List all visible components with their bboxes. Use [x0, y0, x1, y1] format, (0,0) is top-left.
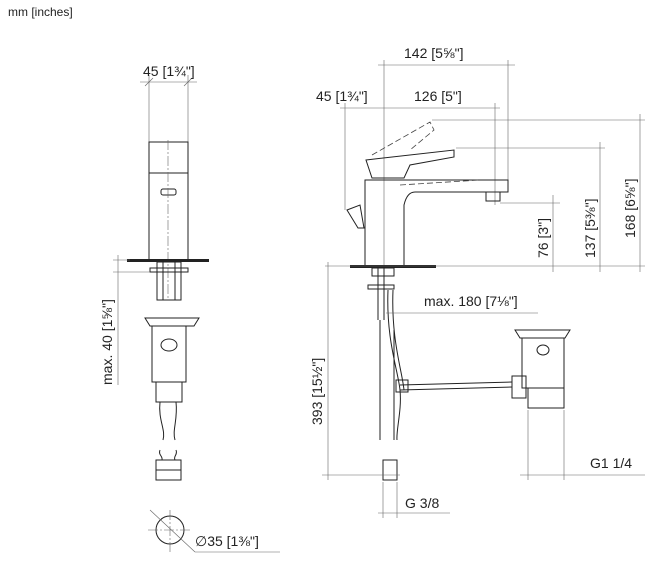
hole-dim: ∅35 [1⅜"] — [195, 533, 259, 549]
supply-thread: G 3/8 — [405, 495, 439, 511]
below-deck-dim: 393 [15½"] — [309, 358, 325, 425]
lever-height-dim: 137 [5⅜"] — [582, 199, 598, 258]
spout-reach-dim: 142 [5⅝"] — [404, 45, 463, 61]
deck-thickness-dim: max. 40 [1⅝"] — [99, 299, 115, 385]
faucet-body — [148, 141, 189, 261]
deck-plate — [127, 259, 209, 262]
waste-thread: G1 1/4 — [590, 455, 632, 471]
front-width-dim: 45 [1¾"] — [143, 63, 195, 79]
lever-front — [160, 188, 177, 196]
max-distance-dim: max. 180 [7⅛"] — [424, 293, 518, 309]
lever-offset-dim: 45 [1¾"] — [316, 88, 368, 104]
outlet-height-dim: 76 [3"] — [535, 218, 551, 258]
lever — [365, 149, 455, 179]
units-label: mm [inches] — [8, 5, 73, 19]
faucet-body-side — [364, 179, 509, 266]
aerator — [485, 191, 501, 202]
side-view: 142 [5⅝"] 126 [5"] 45 [1¾"] 76 [3"] 137 … — [309, 45, 645, 518]
outlet-reach-dim: 126 [5"] — [414, 88, 462, 104]
front-view: 45 [1¾"] max. 40 [1⅝"] ∅35 [1⅜"] — [99, 63, 280, 553]
total-height-dim: 168 [6⅝"] — [622, 179, 638, 238]
